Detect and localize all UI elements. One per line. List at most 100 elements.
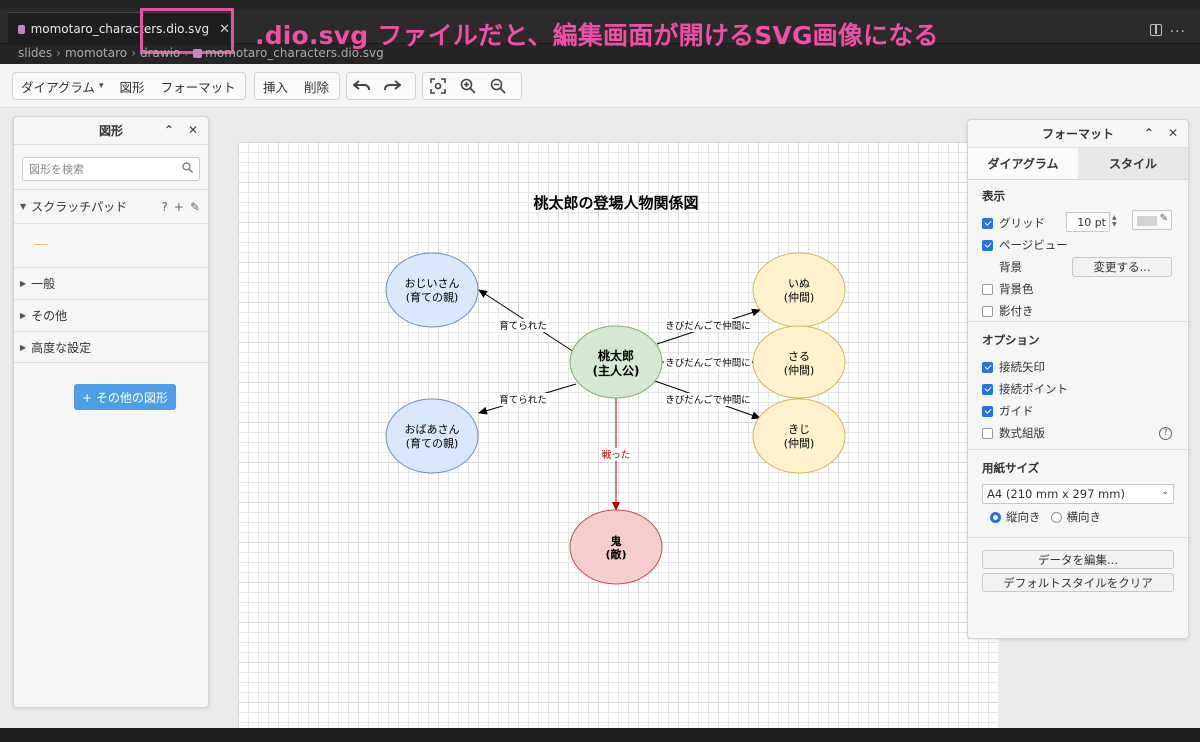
chevron-right-icon: ›	[131, 46, 136, 60]
section-scratchpad[interactable]: ▼ スクラッチパッド ? + ✎	[14, 189, 208, 223]
shadow-row: 影付き	[982, 300, 1174, 322]
drawio-file-icon	[193, 49, 203, 58]
background-color-checkbox[interactable]	[982, 283, 993, 295]
scratchpad-item[interactable]	[34, 244, 48, 245]
section-label: 一般	[31, 277, 56, 291]
pencil-icon: ✎	[1159, 213, 1168, 224]
redo-icon[interactable]	[377, 73, 407, 99]
collapsed-triangle-icon: ▶	[20, 342, 27, 352]
tab-label: momotaro_characters.dio.svg	[30, 22, 210, 36]
close-icon[interactable]: ✕	[1167, 126, 1178, 140]
radio-label: 横向き	[1066, 510, 1102, 524]
delete-button[interactable]: 削除	[304, 79, 330, 95]
breadcrumb-item[interactable]: momotaro	[64, 46, 128, 60]
section-label: その他	[31, 309, 68, 323]
connection-points-row: 接続ポイント	[982, 378, 1174, 400]
paper-size-section: 用紙サイズ A4 (210 mm x 297 mm) ⌄ 縦向き 横向き	[968, 450, 1188, 538]
help-icon[interactable]: ?	[1159, 426, 1172, 440]
editor-chrome: momotaro_characters.dio.svg ✕ .dio.svg フ…	[0, 0, 1200, 64]
expanded-triangle-icon: ▼	[20, 202, 27, 211]
section-advanced[interactable]: ▶ 高度な設定	[14, 331, 208, 363]
section-general[interactable]: ▶ 一般	[14, 267, 208, 299]
edit-group: 挿入 削除	[254, 72, 340, 100]
breadcrumb: slides›momotaro›drawio›momotaro_characte…	[18, 46, 384, 60]
status-bar	[0, 728, 1200, 742]
zoom-out-icon[interactable]	[483, 73, 513, 99]
background-label: 背景	[999, 260, 1022, 274]
checkbox-label: 影付き	[999, 304, 1034, 318]
radio-label: 縦向き	[1006, 510, 1041, 524]
more-actions-icon[interactable]: ···	[1169, 24, 1186, 40]
connection-arrows-checkbox[interactable]	[982, 361, 993, 373]
zoom-in-icon[interactable]	[453, 73, 483, 99]
shape-menu-button[interactable]: 図形	[119, 79, 145, 95]
breadcrumb-item[interactable]: drawio	[139, 46, 181, 60]
portrait-radio[interactable]	[990, 511, 1001, 523]
checkbox-label: ページビュー	[999, 238, 1068, 252]
diagram-menu-label: ダイアグラム	[21, 79, 96, 95]
math-typesetting-row: 数式組版 ?	[982, 422, 1174, 444]
grid-size-input[interactable]: 10 pt	[1066, 212, 1110, 232]
background-row: 背景 変更する...	[982, 256, 1174, 278]
search-icon[interactable]	[182, 162, 193, 176]
page-view-checkbox[interactable]	[982, 239, 993, 251]
insert-button[interactable]: 挿入	[263, 79, 289, 95]
editor-tab[interactable]: momotaro_characters.dio.svg ✕	[8, 12, 230, 45]
clear-default-style-button[interactable]: デフォルトスタイルをクリア	[982, 573, 1174, 592]
undo-icon[interactable]	[347, 73, 377, 99]
search-input[interactable]: 図形を検索	[22, 157, 200, 181]
checkbox-label: 背景色	[999, 282, 1034, 296]
checkbox-label: 数式組版	[999, 426, 1045, 440]
checkbox-label: 接続ポイント	[999, 382, 1068, 396]
tab-diagram[interactable]: ダイアグラム	[968, 148, 1078, 179]
format-menu-button[interactable]: フォーマット	[160, 79, 236, 95]
collapse-icon[interactable]: ⌃	[1143, 126, 1154, 140]
section-label: スクラッチパッド	[31, 200, 128, 214]
section-other[interactable]: ▶ その他	[14, 299, 208, 331]
grid-checkbox[interactable]	[982, 217, 993, 229]
help-icon[interactable]: ?	[161, 199, 168, 214]
zoom-group	[422, 72, 522, 100]
shadow-checkbox[interactable]	[982, 305, 993, 317]
guides-row: ガイド	[982, 400, 1174, 422]
format-panel-title: フォーマット	[1041, 127, 1114, 141]
connection-points-checkbox[interactable]	[982, 383, 993, 395]
paper-size-select[interactable]: A4 (210 mm x 297 mm) ⌄	[982, 484, 1174, 504]
section-title: 用紙サイズ	[982, 461, 1040, 475]
breadcrumb-item[interactable]: momotaro_characters.dio.svg	[205, 46, 384, 60]
page-grid	[238, 142, 998, 728]
collapse-icon[interactable]: ⌃	[163, 123, 174, 137]
shapes-panel-title: 図形	[98, 124, 123, 138]
breadcrumb-item[interactable]: slides	[18, 46, 53, 60]
edit-data-button[interactable]: データを編集...	[982, 550, 1174, 569]
edit-icon[interactable]: ✎	[189, 199, 200, 214]
background-color-row: 背景色	[982, 278, 1174, 300]
split-editor-icon[interactable]	[1150, 24, 1162, 36]
tab-close-icon[interactable]: ✕	[219, 21, 230, 37]
spinner-icon[interactable]: ▲▼	[1112, 214, 1117, 228]
search-placeholder: 図形を検索	[29, 163, 84, 176]
add-icon[interactable]: +	[173, 199, 184, 214]
menu-group: ダイアグラム▾ 図形 フォーマット	[12, 72, 246, 100]
chevron-down-icon: ⌄	[1161, 487, 1169, 497]
more-shapes-button[interactable]: + その他の図形	[74, 384, 176, 410]
data-actions: データを編集... デフォルトスタイルをクリア	[968, 538, 1188, 592]
shapes-panel: 図形 ⌃ ✕ 図形を検索 ▼ スクラッチパッド ? + ✎ ▶ 一般 ▶ その他…	[13, 116, 209, 708]
chevron-down-icon: ▾	[99, 81, 104, 91]
change-background-button[interactable]: 変更する...	[1072, 257, 1172, 277]
grid-row: グリッド 10 pt ▲▼ ✎	[982, 210, 1174, 234]
diagram-menu-button[interactable]: ダイアグラム▾	[13, 73, 112, 99]
collapsed-triangle-icon: ▶	[20, 311, 27, 320]
guides-checkbox[interactable]	[982, 405, 993, 417]
close-icon[interactable]: ✕	[187, 123, 198, 137]
annotation-text: .dio.svg ファイルだと、編集画面が開けるSVG画像になる	[255, 21, 939, 50]
grid-color-picker[interactable]: ✎	[1132, 210, 1172, 230]
fit-page-icon[interactable]	[423, 73, 453, 99]
scratchpad-area[interactable]	[14, 223, 208, 267]
tab-style[interactable]: スタイル	[1078, 148, 1188, 179]
landscape-radio[interactable]	[1050, 511, 1062, 523]
chevron-right-icon: ›	[184, 46, 190, 60]
math-typesetting-checkbox[interactable]	[982, 427, 993, 439]
page-view-row: ページビュー	[982, 234, 1174, 256]
format-panel: フォーマット ⌃ ✕ ダイアグラム スタイル 表示 グリッド 10 pt ▲▼ …	[967, 119, 1189, 639]
